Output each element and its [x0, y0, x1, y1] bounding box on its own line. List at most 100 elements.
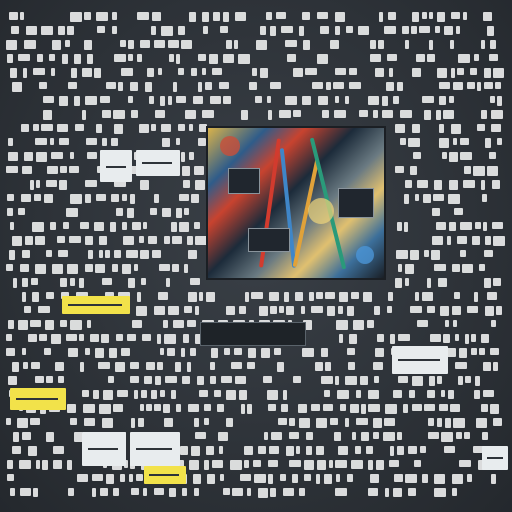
glyph-block — [176, 208, 182, 218]
glyph-block — [139, 124, 149, 133]
glyph-block — [482, 432, 488, 440]
glyph-block — [32, 222, 44, 232]
glyph-block — [226, 390, 236, 400]
glyph-block — [467, 82, 475, 89]
glyph-block — [448, 390, 454, 399]
glyph-block — [483, 12, 492, 21]
glyph-block — [467, 306, 478, 313]
glyph-block — [408, 446, 417, 454]
glyph-block — [129, 474, 133, 482]
glyph-block — [181, 348, 185, 357]
glyph-block — [261, 348, 270, 358]
glyph-block — [436, 222, 446, 230]
glyph-block — [59, 96, 68, 106]
glyph-block — [96, 124, 102, 133]
glyph-block — [70, 320, 82, 330]
glyph-block — [289, 418, 295, 426]
glyph-block — [397, 446, 404, 455]
glyph-block — [388, 12, 396, 20]
glyph-block — [393, 96, 399, 104]
glyph-block — [349, 68, 357, 75]
glyph-block — [7, 460, 13, 469]
glyph-block — [32, 292, 39, 302]
glyph-block — [21, 124, 29, 132]
glyph-block — [302, 96, 311, 105]
glyph-block — [248, 348, 256, 358]
glyph-block — [382, 96, 388, 106]
glyph-block — [395, 124, 405, 133]
glyph-block — [217, 404, 224, 412]
glyph-block — [99, 404, 111, 414]
glyph-block — [329, 460, 333, 468]
glyph-block — [50, 138, 54, 145]
glyph-block — [8, 320, 14, 329]
glyph-block — [376, 460, 384, 470]
glyph-block — [327, 306, 335, 316]
glyph-block — [471, 348, 477, 355]
glyph-block — [58, 26, 65, 35]
glyph-block — [361, 404, 366, 414]
glyph-block — [258, 488, 268, 498]
glyph-block — [164, 236, 170, 244]
glyph-block — [150, 208, 157, 215]
glyph-block — [202, 110, 214, 118]
glyph-block — [378, 40, 384, 49]
glyph-block — [46, 250, 52, 257]
glyph-block — [454, 208, 463, 215]
glyph-block — [88, 250, 93, 259]
glyph-block — [451, 124, 461, 134]
glyph-block — [188, 404, 199, 412]
glyph-block — [281, 404, 288, 412]
glyph-block — [452, 306, 461, 315]
glyph-block — [321, 376, 333, 384]
glyph-block — [20, 488, 31, 496]
glyph-block — [102, 138, 107, 146]
glyph-block — [339, 334, 343, 343]
glyph-block — [7, 54, 13, 63]
glyph-block — [235, 12, 246, 21]
glyph-block — [441, 432, 453, 442]
glyph-block — [268, 110, 272, 120]
glyph-block — [132, 320, 142, 328]
glyph-block — [181, 40, 192, 49]
glyph-block — [429, 376, 435, 386]
glyph-block — [46, 292, 54, 299]
glyph-block — [325, 362, 331, 371]
glyph-block — [41, 26, 53, 35]
glyph-block — [187, 320, 196, 327]
glyph-block — [489, 54, 498, 61]
glyph-block — [154, 306, 165, 315]
glyph-block — [58, 376, 64, 383]
glyph-block — [111, 138, 118, 146]
glyph-block — [338, 446, 348, 455]
glyph-block — [405, 474, 417, 483]
glyph-block — [7, 474, 14, 481]
glyph-block — [69, 166, 79, 173]
glyph-block — [130, 362, 139, 369]
glyph-block — [165, 376, 177, 383]
glyph-block — [220, 474, 224, 481]
glyph-block — [423, 194, 431, 203]
glyph-block — [138, 418, 144, 427]
glyph-block — [316, 474, 320, 484]
glyph-block — [191, 194, 199, 203]
glyph-block — [85, 194, 91, 203]
glyph-block — [195, 236, 207, 245]
glyph-block — [395, 166, 404, 173]
glyph-block — [316, 446, 324, 455]
glyph-block — [434, 474, 445, 484]
glyph-block — [13, 278, 17, 288]
glyph-block — [481, 334, 489, 343]
glyph-block — [189, 152, 194, 160]
glyph-block — [442, 152, 447, 159]
collage-chip — [228, 168, 260, 194]
glyph-block — [410, 166, 417, 175]
glyph-block — [271, 432, 282, 440]
glyph-block — [335, 460, 347, 468]
glyph-block — [155, 110, 165, 118]
glyph-block — [312, 82, 323, 89]
glyph-block — [460, 138, 469, 145]
glyph-block — [121, 348, 130, 356]
glyph-block — [195, 306, 199, 315]
glyph-block — [447, 348, 456, 357]
